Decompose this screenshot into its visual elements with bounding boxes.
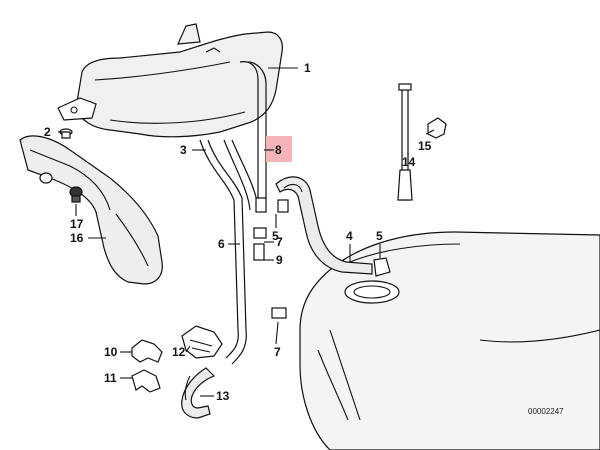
reference-number: 00002247 <box>528 407 564 416</box>
callout-10: 10 <box>104 345 118 359</box>
vent-hose-main <box>239 61 267 200</box>
expansion-tank <box>57 23 283 138</box>
clip-10 <box>131 339 163 363</box>
fuel-tank <box>299 231 600 450</box>
hose-connectors <box>253 197 289 319</box>
callout-16: 16 <box>70 231 84 245</box>
clip-15 <box>427 117 447 139</box>
callout-8: 8 <box>275 143 282 157</box>
rod <box>397 83 413 201</box>
callout-labels: 1 2 3 8 14 15 17 16 5 7 6 9 4 5 7 10 12 … <box>44 61 564 416</box>
callout-15: 15 <box>418 139 432 153</box>
holder-12 <box>181 325 223 359</box>
hose-clamp-right <box>373 257 391 277</box>
callout-5a: 5 <box>272 229 279 243</box>
callout-2: 2 <box>44 125 51 139</box>
highlight-box <box>266 136 292 162</box>
leader-lines <box>58 67 435 397</box>
callout-17: 17 <box>70 217 84 231</box>
filler-hose <box>275 176 373 275</box>
clip-11 <box>131 369 161 393</box>
callout-7b: 7 <box>274 345 281 359</box>
filler-neck <box>344 280 400 304</box>
callout-5b: 5 <box>376 229 383 243</box>
callout-6: 6 <box>218 237 225 251</box>
callout-4: 4 <box>346 229 353 243</box>
callout-11: 11 <box>104 371 117 385</box>
callout-3: 3 <box>180 143 187 157</box>
screw <box>59 128 73 139</box>
drain-hose <box>181 367 216 419</box>
callout-14: 14 <box>402 155 416 169</box>
callout-7a: 7 <box>276 235 283 249</box>
splash-shield <box>19 135 163 285</box>
callout-9: 9 <box>276 253 283 267</box>
callout-1: 1 <box>304 61 311 75</box>
grommet <box>69 186 83 203</box>
callout-13: 13 <box>216 389 230 403</box>
callout-12: 12 <box>172 345 186 359</box>
